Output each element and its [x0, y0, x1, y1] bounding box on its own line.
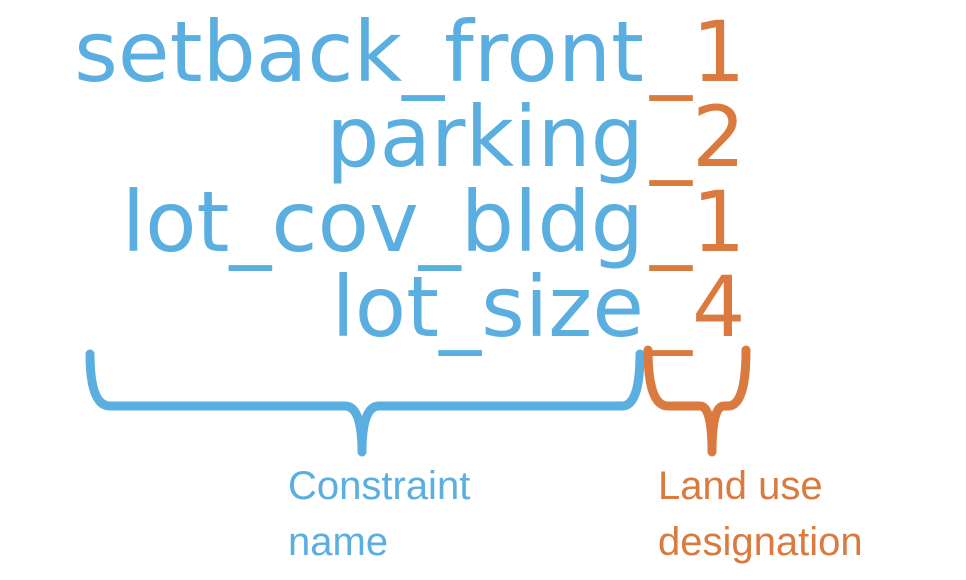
constraint-name-1: setback_front [74, 3, 644, 101]
constraint-caption-line2: name [288, 520, 389, 564]
land-use-suffix-2: _2 [650, 88, 746, 186]
land-use-caption: Land use designation [658, 458, 863, 570]
land-use-suffix-3: _1 [650, 173, 746, 271]
land-use-brace [643, 345, 751, 457]
land-use-suffix-4: _4 [650, 258, 746, 356]
land-use-suffix-1: _1 [650, 3, 746, 101]
constraint-name-caption: Constraint name [288, 458, 470, 570]
constraint-caption-line1: Constraint [288, 464, 471, 508]
constraint-brace [85, 349, 645, 457]
constraint-name-3: lot_cov_bldg [121, 173, 644, 271]
constraint-name-2: parking [326, 88, 644, 186]
land-use-caption-line2: designation [658, 520, 863, 564]
constraint-name-4: lot_size [331, 258, 644, 356]
land-use-caption-line1: Land use [658, 464, 823, 508]
